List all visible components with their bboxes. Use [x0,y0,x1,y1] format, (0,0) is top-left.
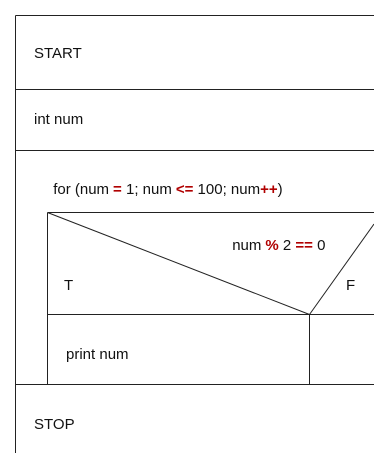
loop-variable: num [143,181,172,198]
loop-variable: num [80,181,109,198]
true-branch-statement: print num [66,346,129,363]
condition-expression: num% 2 == 0 [203,237,346,254]
condition-block: num% 2 == 0 T F [47,212,374,315]
condition-right: 0 [313,237,326,254]
false-label: F [346,277,355,294]
declaration-block: int num [34,111,83,128]
loop-keyword: for ( [53,181,80,198]
start-label: START [34,45,82,62]
increment-operator: ++ [260,181,278,198]
loop-close-paren: ) [278,181,283,198]
condition-left: num [232,237,261,254]
condition-diagonal-left [47,212,310,315]
start-block: START [34,45,82,62]
loop-limit-value: 100; [193,181,231,198]
true-label: T [64,277,73,294]
true-branch-block: print num [66,346,129,363]
loop-variable: num [231,181,260,198]
loop-init-value: 1; [122,181,143,198]
condition-diagonal-right [309,223,374,315]
modulo-operator: % [265,237,278,254]
stop-block: STOP [34,416,75,433]
assign-operator: = [113,181,122,198]
stop-label: STOP [34,416,75,433]
loop-block: for (num= 1; num<= 100; num++) [24,181,303,198]
equals-operator: == [295,237,313,254]
condition-middle: 2 [279,237,296,254]
declaration-label: int num [34,111,83,128]
loop-header: for (num= 1; num<= 100; num++) [24,181,303,198]
compare-operator: <= [176,181,194,198]
